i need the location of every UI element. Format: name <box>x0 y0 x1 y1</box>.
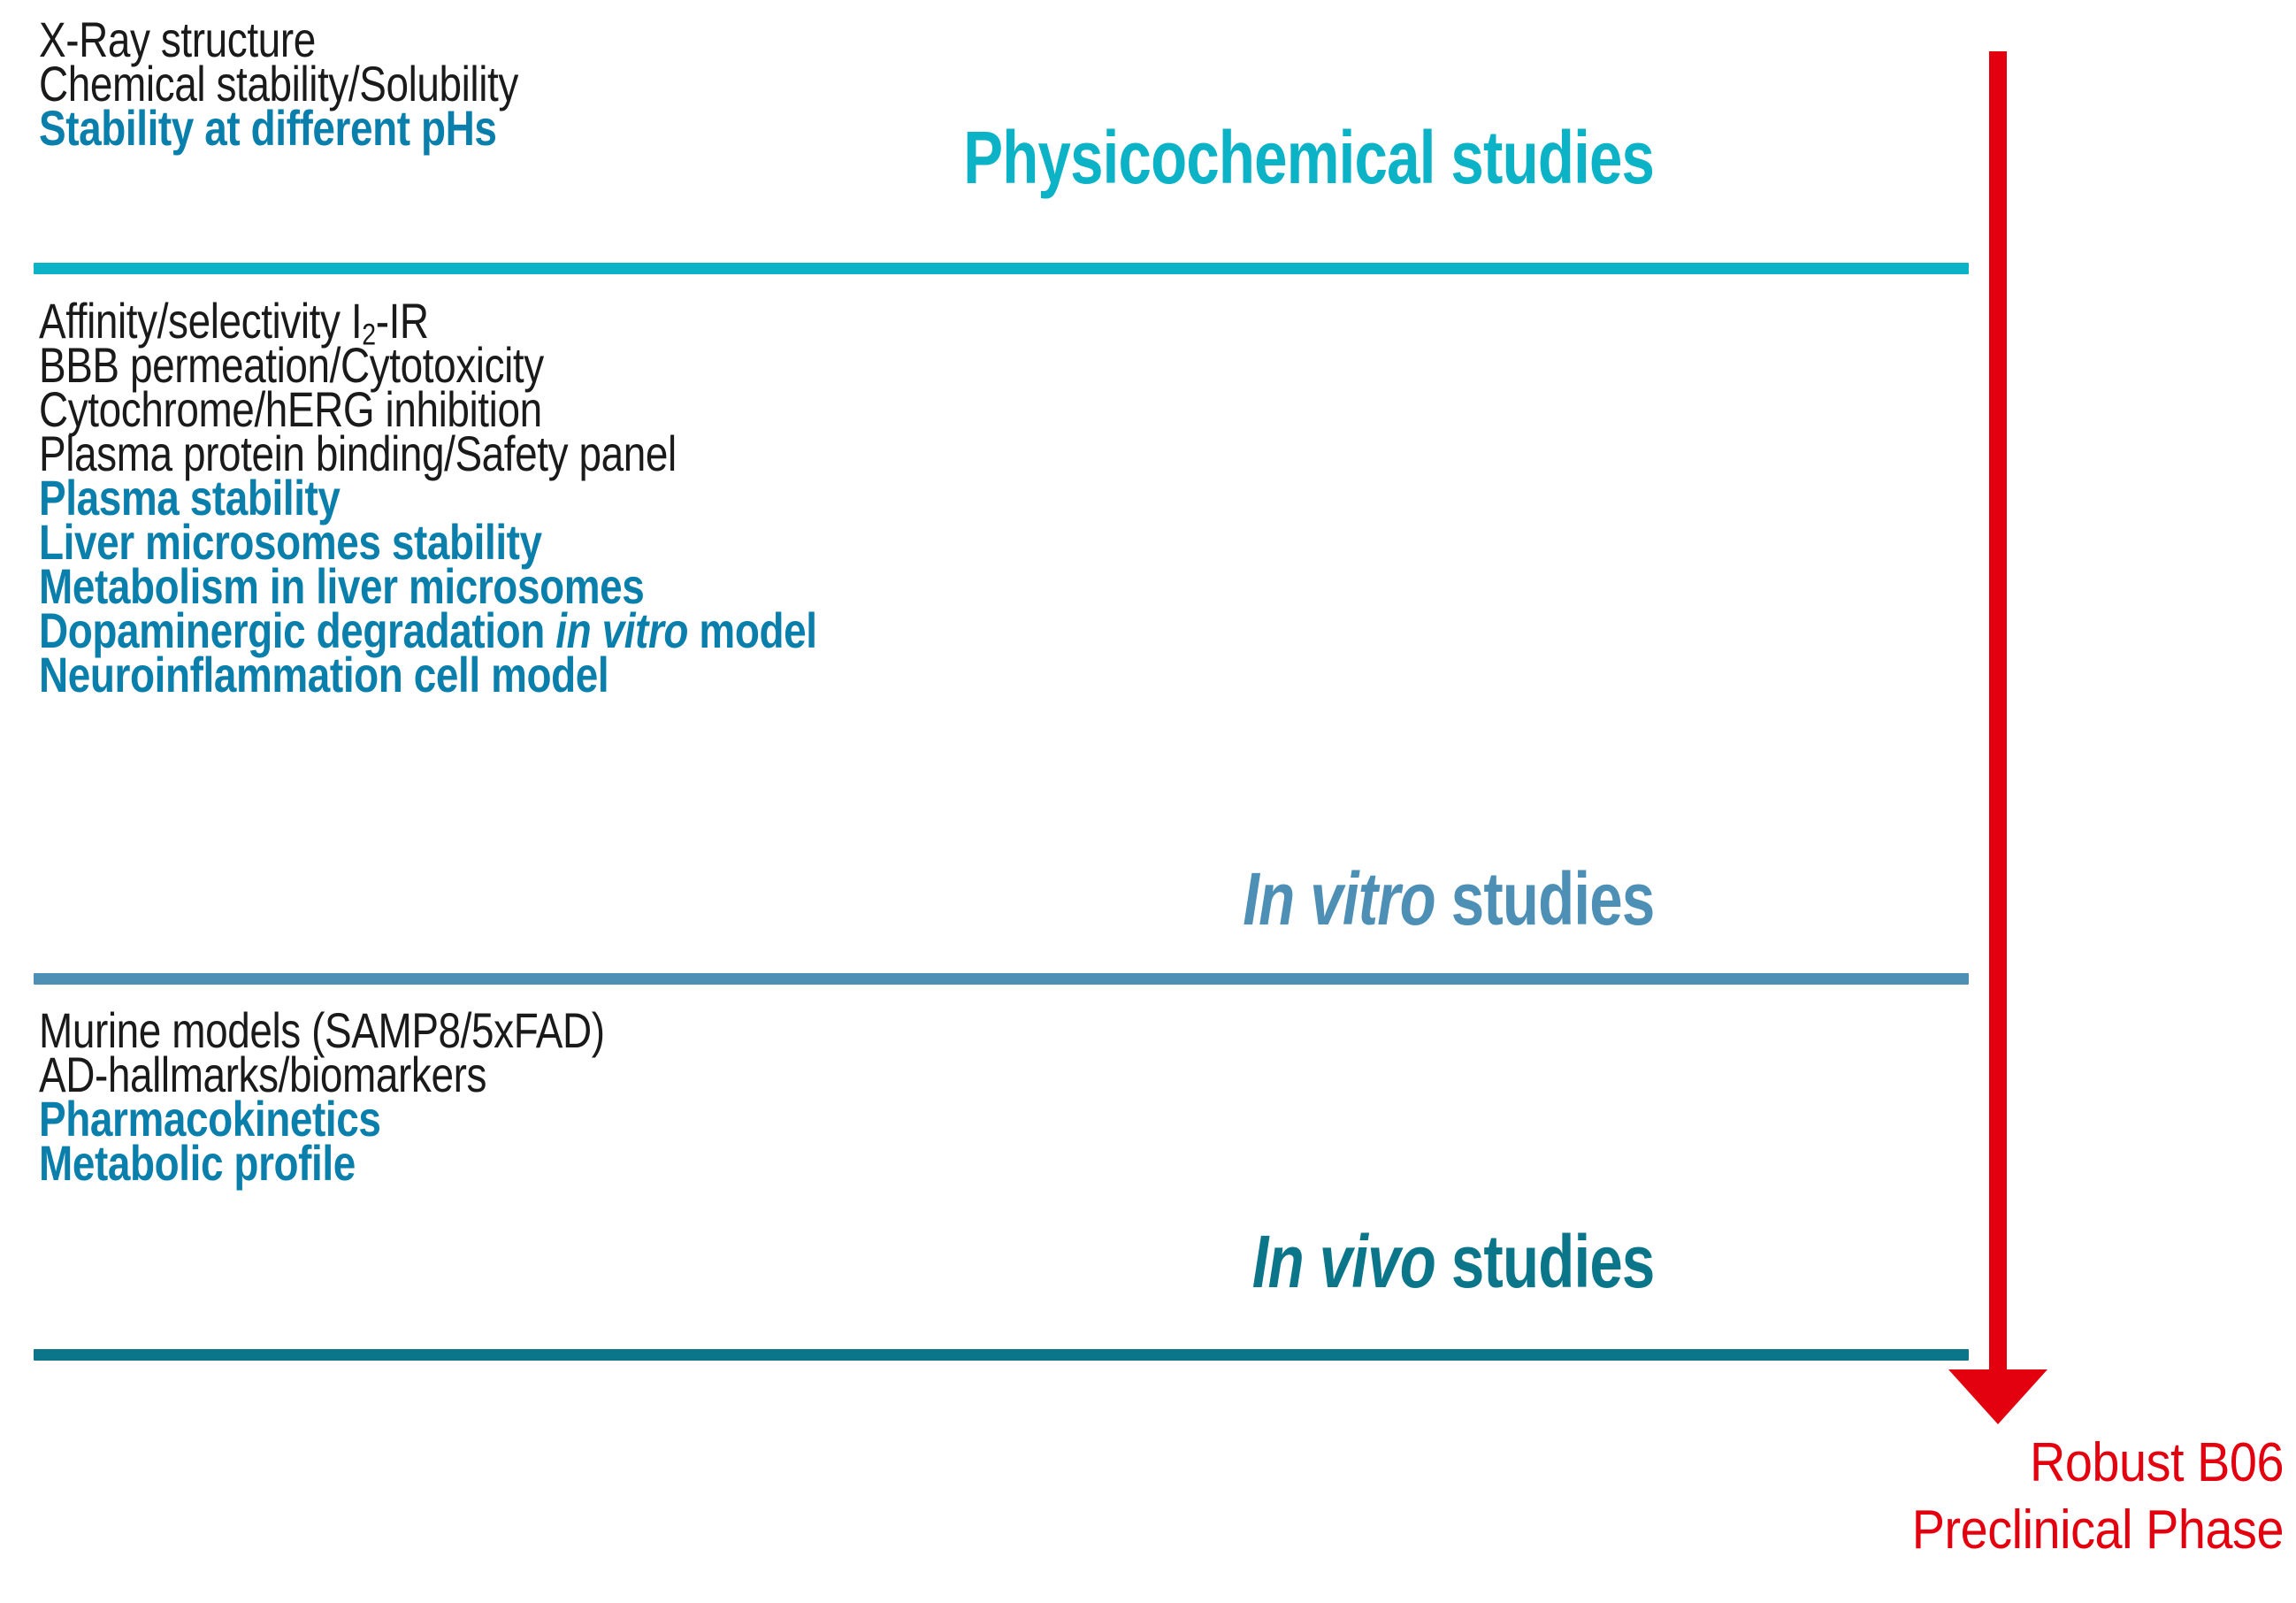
list-item: X-Ray structure <box>39 12 316 67</box>
section-heading-text: Physicochemical studies <box>963 116 1655 199</box>
list-item: BBB permeation/Cytotoxicity <box>39 337 544 393</box>
list-item: Affinity/selectivity I2-IR <box>39 296 817 350</box>
section-heading-text: studies <box>1435 1220 1654 1303</box>
divider-in-vivo <box>34 1349 1969 1361</box>
section-heading-italic: In vivo <box>1251 1220 1435 1303</box>
list-item: Metabolic profile <box>39 1135 356 1191</box>
list-item: AD-hallmarks/biomarkers <box>39 1047 487 1102</box>
section-heading-in-vivo: In vivo studies <box>1251 1224 1655 1299</box>
section-heading-in-vitro: In vitro studies <box>1243 862 1655 936</box>
list-item: Plasma protein binding/Safety panel <box>39 426 677 481</box>
subscript-2: 2 <box>362 318 376 352</box>
caption-line-1: Robust B06 <box>2029 1432 2285 1493</box>
list-item-text-suffix: model <box>688 602 817 658</box>
divider-physicochemical <box>34 263 1969 274</box>
caption-robust-preclinical: Robust B06 Preclinical Phase <box>1911 1430 2285 1564</box>
list-item: Metabolism in liver microsomes <box>39 558 645 614</box>
section-heading-physicochemical: Physicochemical studies <box>963 120 1655 195</box>
list-item: Chemical stability/Solubility <box>39 56 518 111</box>
caption-line-2: Preclinical Phase <box>1911 1499 2285 1561</box>
divider-in-vitro <box>34 973 1969 985</box>
list-item-text: Affinity/selectivity I <box>39 293 363 349</box>
list-item: Dopaminergic degradation in vitro model <box>39 606 817 656</box>
list-item-text: Dopaminergic degradation <box>39 602 556 658</box>
list-item: Murine models (SAMP8/5xFAD) <box>39 1002 605 1058</box>
list-item-text-suffix: -IR <box>375 293 429 349</box>
section-heading-italic: In vitro <box>1242 857 1435 940</box>
list-item: Liver microsomes stability <box>39 514 542 570</box>
list-item: Neuroinflammation cell model <box>39 647 609 702</box>
down-arrow-shaft <box>1989 51 2007 1378</box>
list-item: Stability at different pHs <box>39 100 497 156</box>
in-vitro-item-list: Affinity/selectivity I2-IR BBB permeatio… <box>39 296 988 702</box>
list-item: Pharmacokinetics <box>39 1091 381 1147</box>
section-heading-text: studies <box>1435 857 1654 940</box>
in-vivo-item-list: Murine models (SAMP8/5xFAD) AD-hallmarks… <box>39 1002 729 1191</box>
list-item: Cytochrome/hERG inhibition <box>39 381 542 437</box>
physicochemical-item-list: X-Ray structure Chemical stability/Solub… <box>39 12 624 156</box>
italic-in-vitro: in vitro <box>555 602 689 658</box>
list-item: Plasma stability <box>39 470 341 525</box>
down-arrow-head-icon <box>1948 1369 2047 1424</box>
